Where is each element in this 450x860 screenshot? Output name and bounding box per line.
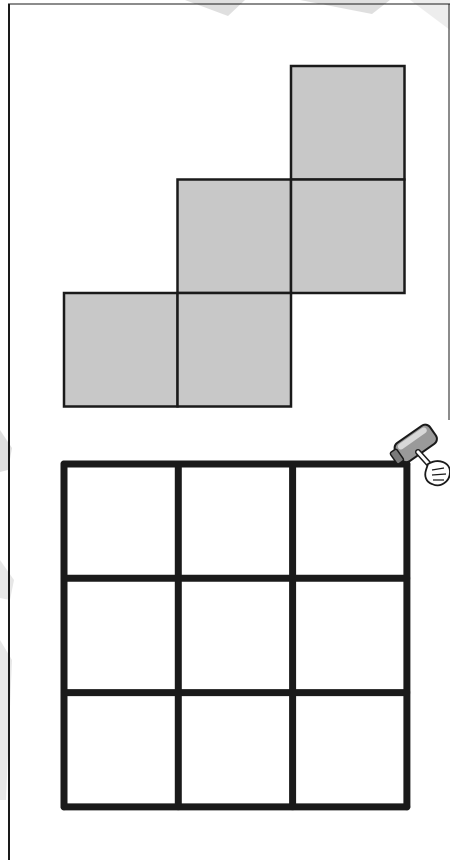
- board-cell[interactable]: [293, 464, 407, 578]
- board-cell[interactable]: [64, 578, 178, 692]
- board-cell[interactable]: [178, 464, 292, 578]
- board-cell[interactable]: [64, 464, 178, 578]
- piece-cell: [64, 293, 178, 407]
- puzzle-piece[interactable]: [64, 66, 405, 407]
- board-cell[interactable]: [293, 578, 407, 692]
- piece-cell: [178, 293, 292, 407]
- board-cell[interactable]: [293, 693, 407, 807]
- board-cell[interactable]: [178, 578, 292, 692]
- board-cell[interactable]: [64, 693, 178, 807]
- piece-cell: [291, 180, 405, 294]
- piece-cell: [291, 66, 405, 180]
- board-cell[interactable]: [178, 693, 292, 807]
- piece-cell: [178, 180, 292, 294]
- target-board: [64, 464, 407, 807]
